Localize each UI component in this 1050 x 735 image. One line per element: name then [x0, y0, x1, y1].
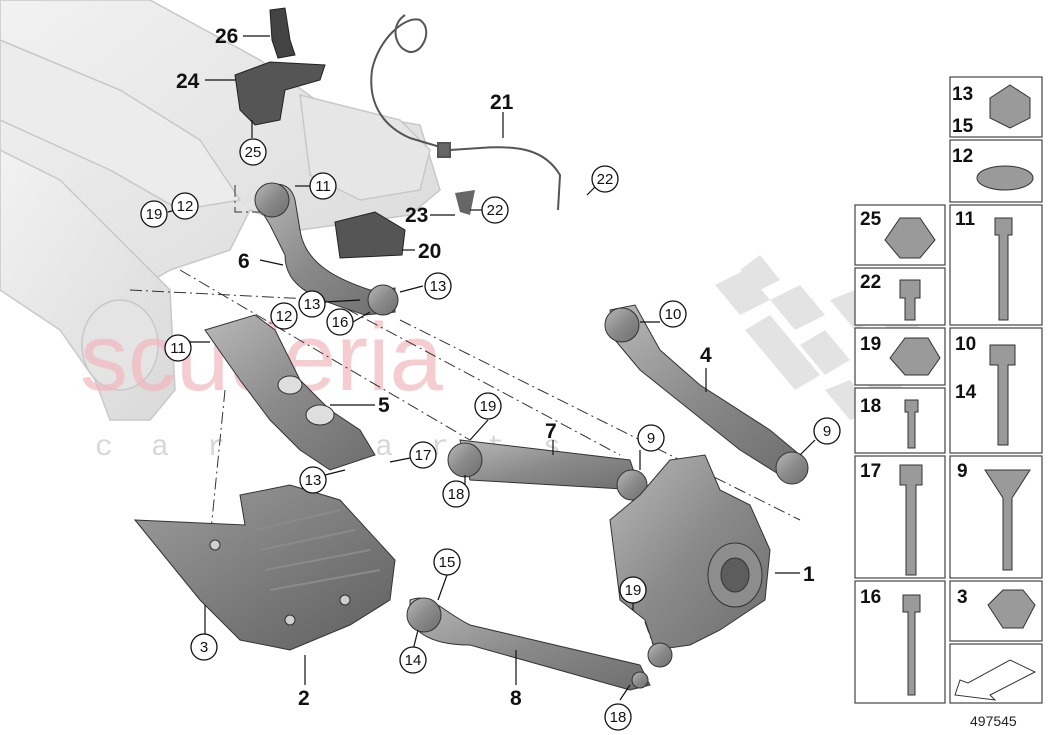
circled-12-top: 12 — [177, 198, 194, 215]
circled-3: 3 — [200, 639, 208, 656]
part-2-underbody-panel — [133, 484, 396, 651]
panel-label-19: 19 — [860, 334, 881, 355]
panel-label-22: 22 — [860, 272, 881, 293]
washer-12-drawing — [976, 165, 1034, 191]
bolt-9-drawing — [984, 469, 1031, 571]
callout-20: 20 — [418, 240, 441, 263]
panel-label-25: 25 — [860, 209, 882, 230]
bolt-18-drawing — [904, 399, 919, 449]
bolt-22-drawing — [899, 279, 921, 321]
bolt-16-drawing — [902, 594, 921, 696]
part-1-wheel-carrier — [609, 454, 771, 668]
bolt-17-drawing — [899, 464, 923, 576]
circled-22-right: 22 — [597, 171, 614, 188]
part-20-cover — [334, 211, 406, 259]
part-21-sensor-cable — [370, 14, 562, 211]
parts-panel-labels: 13 15 12 25 11 22 19 10 14 18 17 9 16 3 — [860, 84, 977, 608]
circled-10: 10 — [665, 306, 682, 323]
fastener-drawings — [884, 84, 1037, 701]
circled-18-mid: 18 — [448, 486, 465, 503]
circled-13-lower: 13 — [305, 472, 322, 489]
circled-13-upper: 13 — [430, 278, 447, 295]
plain-callouts: 26 24 21 6 23 20 5 7 4 1 2 8 — [176, 25, 815, 710]
callout-24: 24 — [176, 70, 200, 93]
part-24-bracket — [234, 61, 326, 126]
nut-3-drawing — [987, 589, 1036, 629]
circled-11-top: 11 — [315, 178, 331, 195]
circled-9-mid: 9 — [647, 430, 655, 447]
circled-16: 16 — [332, 314, 349, 331]
circled-12-mid: 12 — [276, 308, 293, 325]
circled-11-left: 11 — [170, 340, 186, 357]
panel-label-18: 18 — [860, 396, 881, 417]
part-26-bracket — [269, 7, 296, 59]
panel-label-13: 13 — [952, 84, 973, 105]
panel-label-12: 12 — [952, 146, 973, 167]
callout-2: 2 — [298, 687, 310, 710]
circled-15: 15 — [439, 554, 456, 571]
callout-8: 8 — [510, 687, 522, 710]
callout-6: 6 — [238, 250, 250, 273]
panel-label-14: 14 — [955, 382, 977, 403]
callout-5: 5 — [378, 394, 390, 417]
callout-26: 26 — [215, 25, 238, 48]
panel-arrow-icon — [954, 659, 1037, 701]
callout-21: 21 — [490, 91, 514, 114]
part-6-upper-control-arm — [254, 182, 399, 316]
reference-number: 497545 — [970, 713, 1017, 729]
part-7-lateral-link — [447, 439, 648, 501]
panel-label-9: 9 — [957, 461, 968, 482]
circled-callout-labels: 25 11 12 19 22 22 13 13 12 16 11 10 9 19… — [146, 144, 832, 726]
circled-callouts — [140, 138, 841, 731]
callout-1: 1 — [803, 563, 815, 586]
circled-17: 17 — [415, 447, 432, 464]
panel-label-16: 16 — [860, 587, 881, 608]
circled-19-top: 19 — [146, 206, 163, 223]
part-8-toe-link — [406, 597, 651, 691]
circled-22-mid: 22 — [487, 202, 504, 219]
nut-19-drawing — [889, 337, 941, 376]
circled-19-mid: 19 — [480, 398, 497, 415]
subframe — [0, 0, 441, 421]
callout-23: 23 — [405, 204, 428, 227]
callout-4: 4 — [700, 344, 712, 367]
circled-9-right: 9 — [823, 423, 831, 440]
panel-label-3: 3 — [957, 587, 968, 608]
part-23-clip — [455, 190, 475, 215]
circled-18-lower: 18 — [610, 709, 627, 726]
nut-13-drawing — [989, 84, 1031, 129]
part-4-camber-link — [604, 304, 809, 485]
circled-25: 25 — [245, 144, 262, 161]
nut-25-drawing — [884, 217, 936, 259]
panel-label-10: 10 — [955, 334, 976, 355]
panel-label-11: 11 — [955, 209, 976, 230]
bolt-10-drawing — [989, 344, 1016, 446]
bolt-11-drawing — [994, 217, 1013, 321]
circled-19-lower: 19 — [625, 582, 642, 599]
circled-14: 14 — [405, 652, 422, 669]
callout-7: 7 — [545, 420, 557, 443]
circled-13-mid: 13 — [304, 296, 321, 313]
part-5-trailing-arm — [204, 314, 376, 471]
panel-label-17: 17 — [860, 461, 881, 482]
panel-label-15: 15 — [952, 116, 974, 137]
